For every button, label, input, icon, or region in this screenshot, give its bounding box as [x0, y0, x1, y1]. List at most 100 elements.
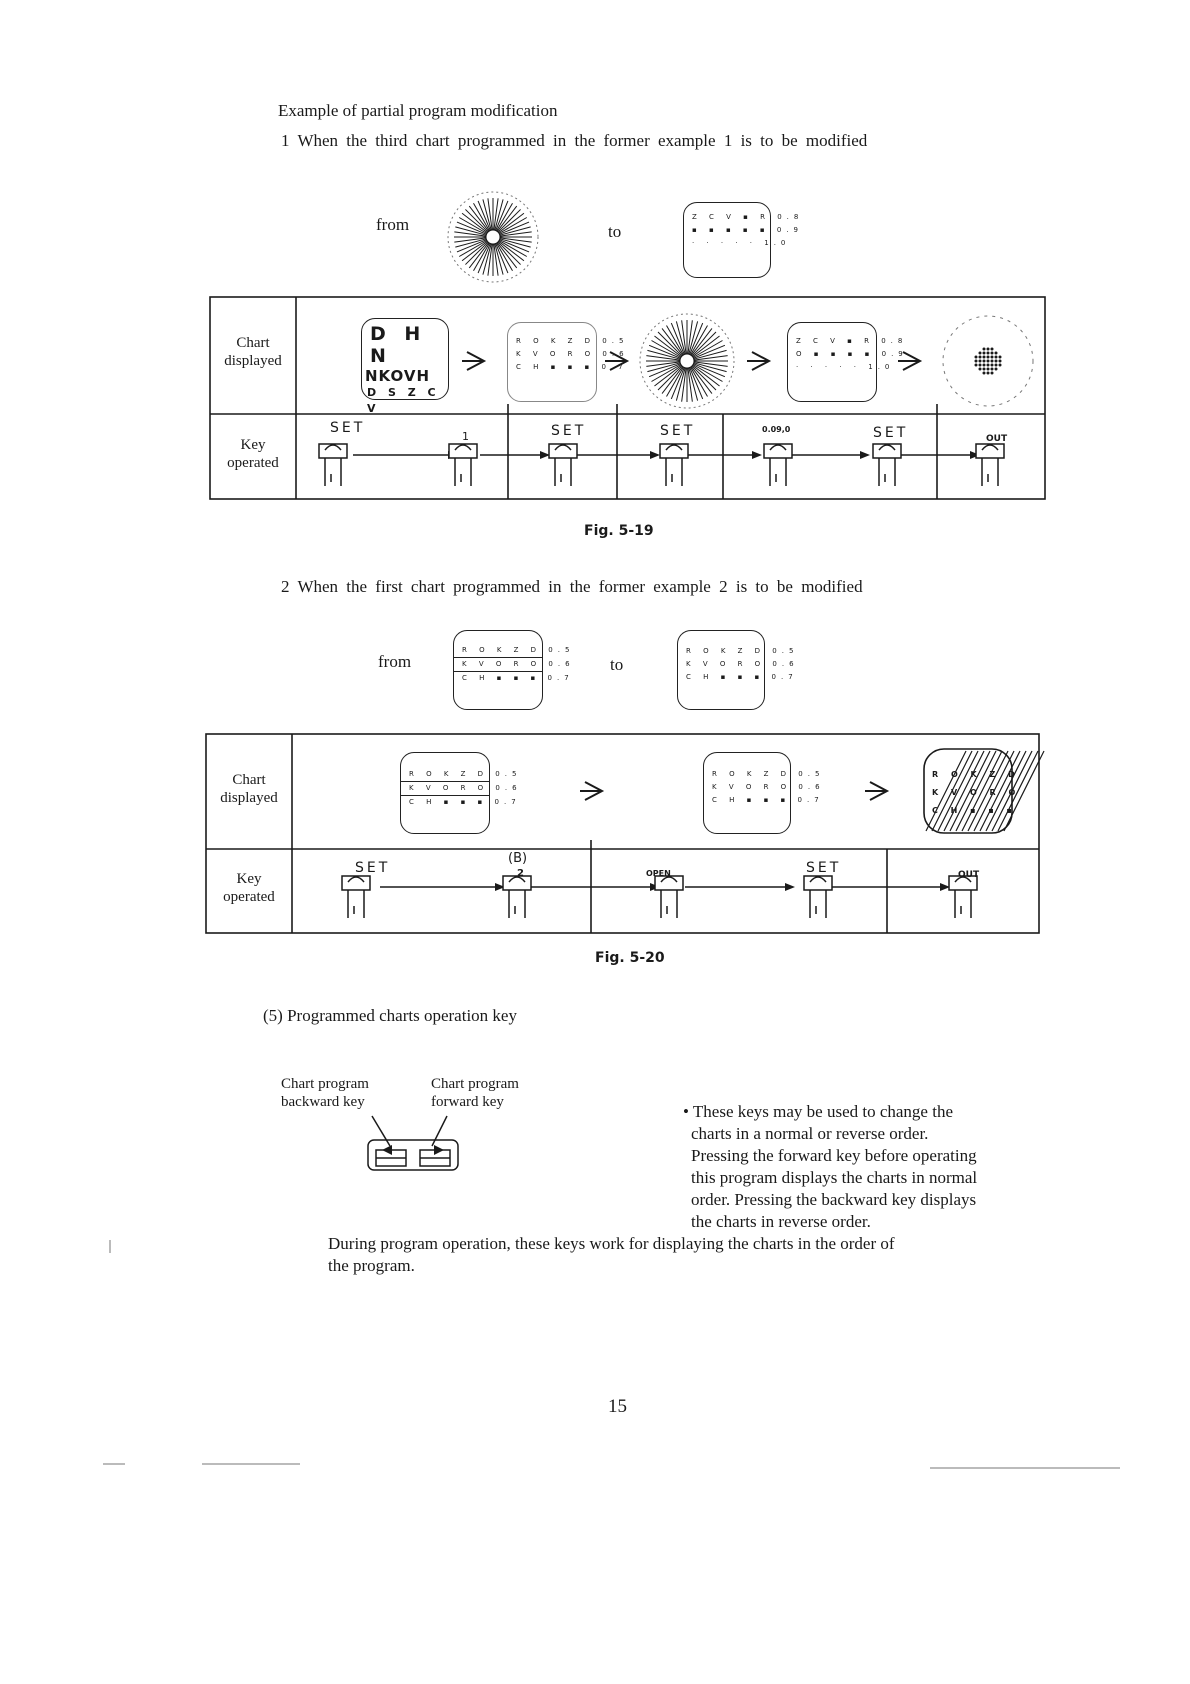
- starburst-chart-display: [639, 313, 735, 409]
- ex2-row-chart-label: Chart displayed: [220, 772, 278, 806]
- hatched-chart: [923, 748, 1045, 834]
- dot: [978, 351, 982, 355]
- forward-key-label: Chart program forward key: [431, 1076, 519, 1110]
- starburst-ray: [465, 209, 489, 233]
- hatch-line: [979, 750, 1021, 832]
- hatch-line: [967, 750, 1009, 832]
- starburst-ray: [693, 349, 727, 360]
- hatch-line: [925, 750, 967, 832]
- dot: [998, 363, 1002, 367]
- chart-line: Z C V ▪ R 0.8: [796, 337, 908, 345]
- chart-line: · · · · · 1.0: [692, 239, 791, 247]
- dot: [978, 367, 982, 371]
- dot: [990, 371, 994, 375]
- dot: [990, 347, 994, 351]
- starburst-ray: [458, 240, 488, 257]
- hatch-line: [997, 750, 1039, 832]
- dot: [994, 351, 998, 355]
- key-label-set: SET: [551, 423, 587, 439]
- starburst-ray: [498, 240, 525, 262]
- figure-caption: Fig. 5-20: [595, 950, 665, 966]
- starburst-ray: [499, 221, 530, 235]
- chart-line: K V O R O 0.6: [712, 783, 825, 791]
- chart-line: C H ▪ ▪ ▪ 0.7: [686, 673, 798, 681]
- starburst-ray: [455, 226, 487, 236]
- starburst-ray: [497, 241, 521, 265]
- key-label-decimal: 0.09,0: [762, 425, 791, 434]
- chart-line: R O K Z D 0.5: [712, 770, 825, 778]
- starburst-ray: [681, 367, 687, 402]
- starburst-ray: [690, 366, 713, 394]
- starburst-ray: [646, 355, 681, 361]
- starburst-ray: [468, 242, 490, 269]
- hatch-line: [949, 750, 991, 832]
- chart-line: C H ▪ ▪ ▪ 0.7: [462, 674, 574, 682]
- starburst-ray: [651, 364, 682, 382]
- ex1-display-chart-4: Z C V ▪ R 0.8 O ▪ ▪ ▪ ▪ 0.9 · · · · · 1.…: [787, 322, 908, 402]
- finger-press-icon: [763, 443, 793, 486]
- dot-circle-chart: [942, 315, 1034, 407]
- finger-press-icon: [654, 875, 684, 918]
- dot: [978, 359, 982, 363]
- dot: [982, 367, 986, 371]
- starburst-ray: [688, 321, 699, 355]
- starburst-ray: [687, 320, 693, 355]
- forward-arrow-icon: [434, 1145, 444, 1155]
- dot: [974, 359, 978, 363]
- chart-line: K V O R O: [932, 788, 1021, 797]
- dot: [986, 363, 990, 367]
- starburst-ray: [654, 364, 682, 387]
- ex1-to-label: to: [608, 222, 622, 241]
- hatch-line: [991, 750, 1033, 832]
- starburst-ray: [675, 321, 686, 355]
- starburst-ray: [477, 200, 491, 231]
- starburst-ray: [473, 202, 490, 232]
- starburst-ray: [456, 221, 487, 235]
- starburst-ray: [691, 331, 717, 357]
- dot: [982, 347, 986, 351]
- starburst-ray: [456, 239, 487, 253]
- starburst-ray: [499, 239, 530, 253]
- chart-line: C H ▪ ▪ ▪ 0.7: [516, 363, 628, 371]
- starburst-ray: [454, 231, 487, 237]
- dot: [986, 347, 990, 351]
- chart-line: R O K Z D 0.5: [686, 647, 799, 655]
- chart-line: O ▪ ▪ ▪ ▪ 0.9: [796, 350, 908, 358]
- starburst-ray: [693, 362, 727, 373]
- key-label-set: SET: [873, 425, 909, 441]
- chart-line: · · · · · 1.0: [796, 363, 895, 371]
- example-1-title: 1 When the third chart programmed in the…: [281, 131, 868, 150]
- key-label-set: SET: [355, 860, 391, 876]
- hatch-line: [931, 750, 973, 832]
- starburst-ray: [493, 198, 499, 231]
- starburst-ray: [482, 243, 492, 275]
- starburst-ray: [690, 328, 713, 356]
- starburst-ray: [657, 331, 683, 357]
- starburst-ray: [692, 364, 720, 387]
- starburst-ray: [666, 325, 684, 356]
- starburst-ray: [497, 209, 521, 233]
- finger-press-icon: [548, 443, 578, 486]
- starburst-ray: [648, 344, 681, 359]
- ex2-to-label: to: [610, 655, 624, 674]
- finger-press-icon: [502, 875, 532, 918]
- starburst-ray: [675, 367, 686, 401]
- starburst-ray: [666, 366, 684, 397]
- chart-line: Z C V ▪ R 0.8: [692, 213, 804, 221]
- starburst-center: [679, 353, 695, 369]
- section-heading: Example of partial program modification: [278, 101, 558, 120]
- chart-line: D S Z C V: [367, 386, 440, 415]
- dot: [978, 355, 982, 359]
- starburst-ray: [493, 243, 499, 276]
- starburst-ray: [681, 320, 687, 355]
- starburst-ray: [495, 200, 509, 231]
- dot: [986, 371, 990, 375]
- starburst-chart-from: [447, 191, 539, 283]
- ex1-row-key-label: Key operated: [227, 437, 279, 471]
- chart-line: R O K Z D 0.5: [401, 768, 516, 782]
- dot: [998, 359, 1002, 363]
- dot: [974, 355, 978, 359]
- finger-press-icon: [975, 443, 1005, 486]
- ex2-display-chart-2: R O K Z D 0.5 K V O R O 0.6 C H ▪ ▪ ▪ 0.…: [703, 752, 825, 834]
